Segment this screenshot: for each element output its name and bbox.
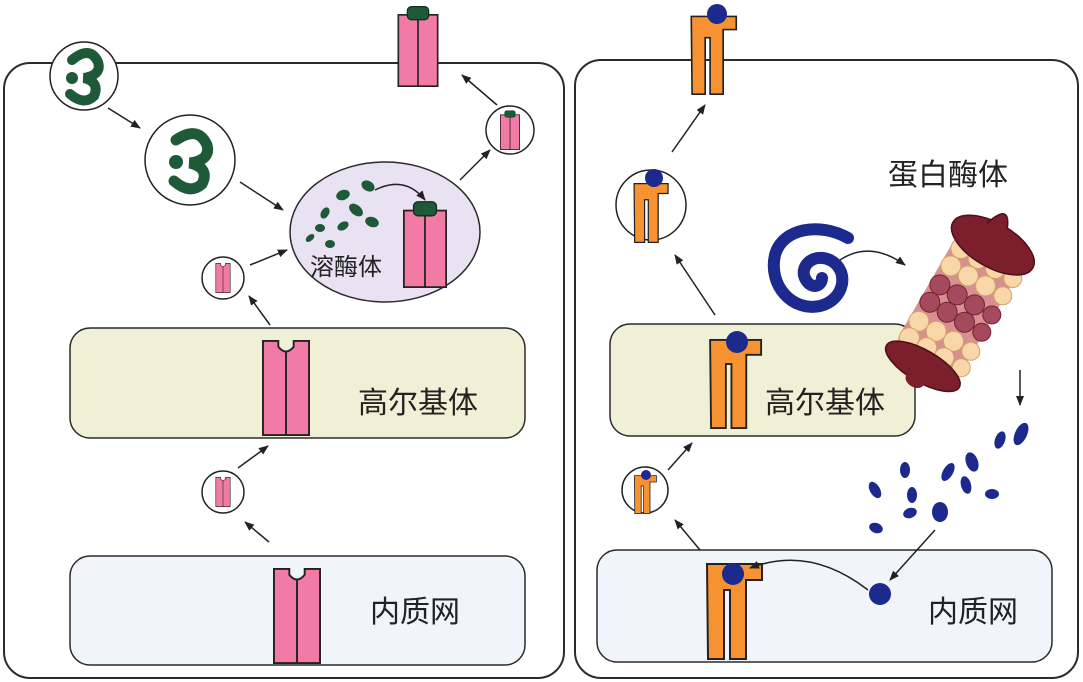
pink-receptor-icon — [499, 110, 521, 150]
transport-vesicle — [615, 169, 687, 243]
pink-receptor-icon — [402, 200, 448, 288]
proteasome-icon — [884, 213, 1035, 393]
degraded-ligand-fragments — [305, 180, 379, 248]
er-label-left: 内质网 — [370, 595, 460, 630]
transport-vesicle — [621, 466, 669, 514]
lysosome-label: 溶酶体 — [310, 253, 382, 281]
endocytic-vesicle — [49, 41, 119, 111]
unfolded-protein-coil-icon — [767, 223, 854, 313]
curved-arrow — [374, 183, 426, 201]
golgi-label-left: 高尔基体 — [358, 386, 478, 421]
transport-vesicle — [201, 470, 245, 514]
pink-receptor-icon — [215, 263, 231, 293]
pink-receptor-icon — [272, 568, 322, 664]
lysosome — [289, 161, 481, 303]
green-ligand-icon — [65, 48, 104, 106]
pink-receptor-icon — [397, 5, 439, 87]
green-ligand-icon — [168, 128, 214, 195]
endocytic-vesicle — [144, 114, 236, 206]
pink-receptor-icon — [215, 477, 231, 507]
transport-vesicle — [485, 105, 535, 155]
transport-vesicle — [201, 256, 245, 300]
ubiquitin-ball-icon — [869, 583, 891, 605]
orange-receptor-icon — [709, 331, 763, 429]
golgi-label-right: 高尔基体 — [765, 386, 885, 421]
proteasome-label: 蛋白酶体 — [888, 158, 1008, 193]
pink-receptor-icon — [261, 340, 311, 436]
orange-receptor-icon — [690, 4, 738, 95]
er-label-right: 内质网 — [928, 595, 1018, 630]
curved-arrow — [839, 250, 906, 266]
orange-receptor-icon — [706, 563, 763, 660]
peptide-fragments-icon — [868, 422, 1029, 534]
pathway-arrows-right — [667, 104, 1024, 591]
pathway-arrows-left — [107, 74, 498, 543]
